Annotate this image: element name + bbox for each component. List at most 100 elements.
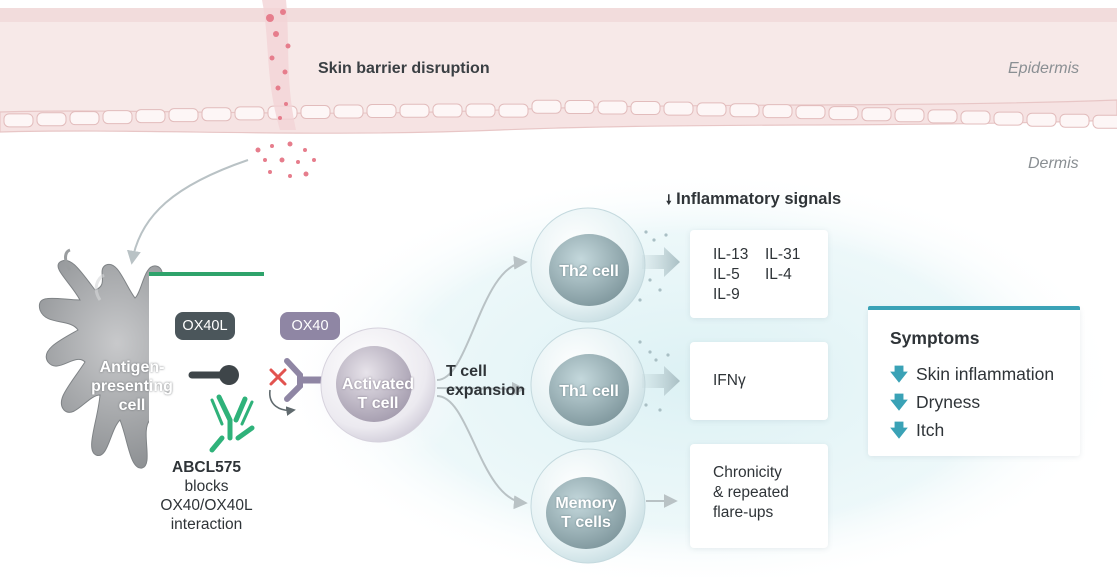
allergen-particle	[278, 116, 282, 120]
symptom-skin-inflammation: Skin inflammation	[916, 364, 1055, 384]
memory-cell-nucleus	[546, 477, 626, 549]
basal-cell	[333, 104, 364, 119]
basal-cell	[927, 109, 958, 124]
symptom-dryness: Dryness	[916, 392, 981, 412]
antigen-uptake-arrow	[126, 159, 249, 265]
basal-cell	[894, 108, 925, 123]
basal-cell	[168, 108, 199, 123]
activated-t-cell-nucleus	[336, 346, 412, 422]
dermis-label: Dermis	[1028, 155, 1079, 172]
cytokine-dot	[664, 233, 668, 237]
inflammatory-signals-label: Inflammatory signals	[676, 190, 842, 208]
th2-cell-label: Th2 cell	[559, 263, 619, 280]
cytokine-dot	[638, 298, 642, 302]
allergen-particle	[270, 144, 274, 148]
apc-label-line2: presenting	[91, 378, 173, 395]
allergen-particle	[284, 102, 288, 106]
cytokine-il4: IL-4	[765, 266, 792, 283]
block-return-arrow	[269, 389, 296, 416]
drug-line4: interaction	[170, 516, 243, 533]
basal-cell	[432, 103, 463, 118]
basal-cell	[993, 111, 1024, 126]
basal-cell	[1026, 112, 1057, 127]
drug-description: ABCL575 blocks OX40/OX40L interaction	[149, 458, 264, 534]
allergen-particle	[269, 55, 275, 61]
apc-label-line1: Antigen-	[99, 359, 165, 376]
th2-cytokine-box: IL-13 IL-5 IL-9 IL-31 IL-4	[690, 230, 828, 318]
activated-t-cell-line1: Activated	[341, 376, 415, 393]
apc-label-line3: cell	[118, 397, 146, 414]
basal-cell	[531, 99, 562, 114]
memory-outcome-line1: Chronicity	[713, 464, 782, 481]
basal-cells	[3, 99, 1117, 129]
symptoms-card: Symptoms 🡇Skin inflammation 🡇Dryness 🡇It…	[868, 306, 1080, 456]
cytokine-il31: IL-31	[765, 246, 801, 263]
basal-cell	[663, 101, 694, 116]
allergen-particle	[296, 160, 300, 164]
cytokine-dot	[644, 403, 648, 407]
cytokine-ifng: IFNγ	[713, 372, 746, 389]
basal-cell	[729, 103, 760, 118]
arrow-to-th2	[436, 255, 528, 381]
basal-cell	[234, 106, 265, 121]
skin-barrier-label: Skin barrier disruption	[318, 60, 490, 77]
basal-cell	[1059, 113, 1090, 128]
cytokine-dot	[638, 340, 642, 344]
allergen-particle	[268, 170, 272, 174]
th2-secretion-arrow	[642, 247, 680, 277]
allergen-particle	[279, 157, 285, 163]
basal-cell	[861, 107, 892, 122]
basal-cell	[630, 101, 661, 116]
basal-cell	[135, 109, 166, 124]
cytokine-dot	[644, 230, 648, 234]
cytokine-il13: IL-13	[713, 246, 749, 263]
cytokine-dot	[648, 278, 652, 282]
basal-cell	[1092, 114, 1117, 129]
symptom-row-1: 🡇 Skin inflammation	[890, 362, 1054, 392]
basal-cell	[498, 103, 529, 118]
basal-cell	[69, 111, 100, 126]
th2-cytokines-col2: IL-31 IL-4	[765, 245, 800, 285]
decrease-arrow-icon: 🡇	[890, 364, 908, 384]
activated-t-cell-label: Activated T cell	[328, 375, 428, 413]
allergen-particle	[275, 85, 281, 91]
barrier-breach	[262, 0, 296, 130]
block-x-icon	[269, 368, 287, 386]
cytokine-dot	[652, 238, 656, 242]
th2-cytokines-col1: IL-13 IL-5 IL-9	[713, 245, 748, 305]
allergen-particle	[287, 141, 293, 147]
cytokine-dot	[666, 353, 670, 357]
cytokine-il9: IL-9	[713, 286, 740, 303]
epidermis-label: Epidermis	[1008, 60, 1080, 77]
down-arrow-icon: 🠗	[666, 192, 672, 207]
cytokine-dot	[658, 408, 662, 412]
basal-cell	[3, 113, 34, 128]
th1-secretion-arrow	[642, 366, 680, 396]
basal-cell	[201, 107, 232, 122]
basal-cell	[762, 104, 793, 119]
basal-cell	[696, 102, 727, 117]
memory-cell-line1: Memory	[555, 495, 617, 512]
ox40l-pill: OX40L	[175, 312, 235, 340]
basal-cell	[564, 100, 595, 115]
expansion-line2: expansion	[446, 382, 526, 399]
allergen-particle	[273, 31, 279, 37]
inflammatory-signals-heading: 🠗 Inflammatory signals	[666, 190, 841, 213]
activated-t-cell-line2: T cell	[357, 395, 399, 412]
allergen-particle	[285, 43, 291, 49]
allergen-particle	[282, 69, 288, 75]
cytokine-dot	[648, 350, 652, 354]
th1-cell-nucleus	[549, 354, 629, 426]
symptom-row-3: 🡇Itch	[890, 418, 944, 448]
allergen-particle	[255, 147, 261, 153]
antibody-shape	[209, 394, 255, 453]
th1-cell-label: Th1 cell	[559, 383, 619, 400]
basal-cell	[795, 105, 826, 120]
basal-cell	[102, 110, 133, 125]
th1-cytokine-box: IFNγ	[690, 342, 828, 420]
epidermis-layer	[0, 22, 1117, 114]
drug-panel-bar	[149, 272, 264, 276]
allergen-particle	[280, 9, 286, 15]
arrow-to-th1	[436, 381, 526, 396]
